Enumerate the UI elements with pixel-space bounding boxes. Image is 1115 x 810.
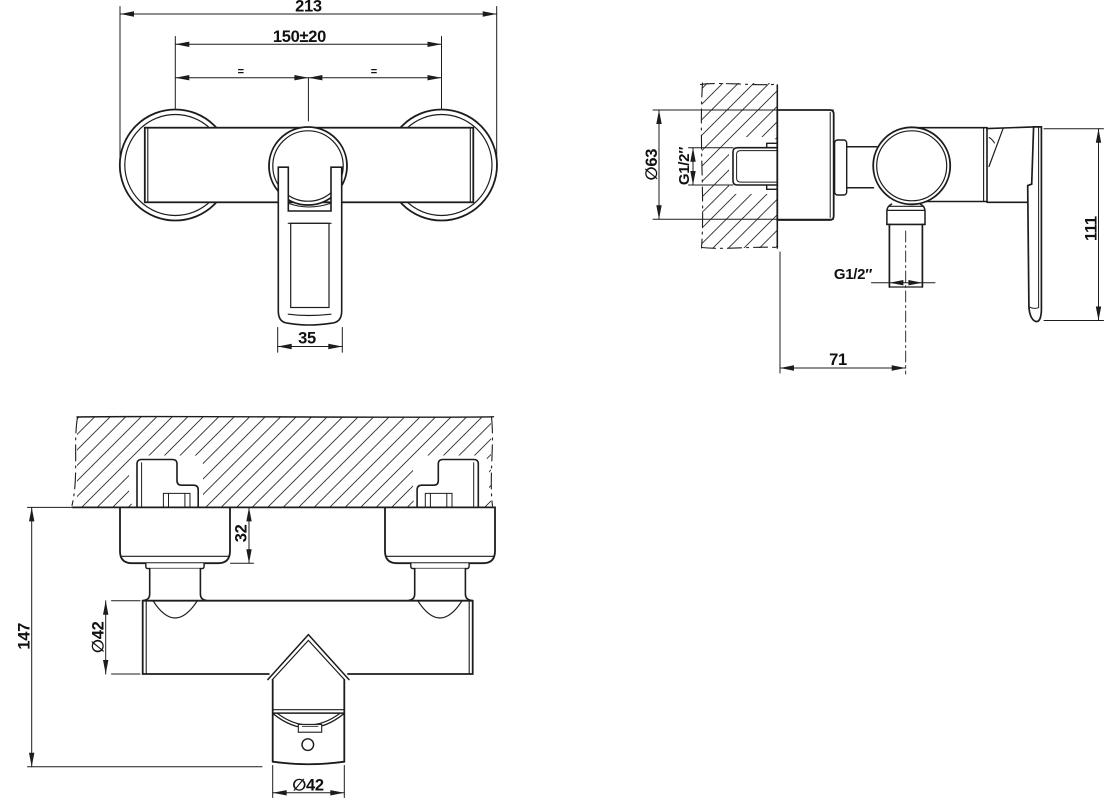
- right-union-plan: [416, 458, 480, 508]
- right-pipe-collar: [410, 562, 470, 570]
- pipes-plan: [142, 562, 473, 602]
- spout-plan: [271, 678, 346, 766]
- valve-circle-outer: [872, 126, 952, 206]
- dim-inlet-thread-label: G1/2″: [676, 147, 693, 185]
- dim-wall-to-outlet-label: 71: [829, 351, 847, 369]
- dim-inlet-spacing-label: 150±20: [273, 28, 326, 46]
- side-dim-arrows: [656, 110, 1102, 371]
- dim-body-diameter-label: ∅42: [89, 621, 107, 653]
- lever-neck-lines: [986, 126, 1035, 204]
- lever-neck-diagonal: [988, 127, 1004, 168]
- escutcheons-plan: [119, 506, 496, 565]
- pipe-fillet-arcs: [152, 600, 463, 619]
- handle-inner-rect: [290, 222, 330, 309]
- inlet-union-inner: [736, 150, 778, 183]
- cone-outer: [267, 633, 350, 681]
- front-view: 213 150±20 = = 35: [118, 0, 498, 353]
- body-ends: [141, 599, 474, 675]
- connector-lines: [845, 145, 878, 189]
- plan-view: 32 ∅42 147 ∅42: [15, 415, 496, 798]
- center-boss-inner: [272, 130, 344, 202]
- left-pipe-collar: [145, 562, 205, 570]
- spout-bottom: [271, 760, 346, 766]
- inlet-fitting-side: [732, 142, 779, 191]
- dim-outlet-thread-label: G1/2″: [834, 266, 872, 283]
- dim-handle-width-label: 35: [298, 330, 316, 348]
- inlet-union: [732, 146, 779, 186]
- aerator-nub: [297, 723, 323, 733]
- cone-inner: [271, 639, 345, 681]
- connector-collar: [833, 139, 848, 196]
- left-pipe-fill: [149, 568, 201, 601]
- body-bar-endcaps: [147, 127, 471, 203]
- spout-sides: [271, 678, 346, 763]
- valve-circle-inner: [876, 130, 948, 202]
- body-plan: [141, 599, 474, 681]
- right-pipe-fill: [414, 568, 466, 601]
- equal-mark-right: =: [371, 66, 377, 78]
- left-union-plan: [136, 458, 199, 508]
- front-dim-arrows: [120, 11, 497, 350]
- side-dim-lines: [652, 109, 1104, 374]
- body-end-inner: [145, 600, 470, 674]
- flange-side: [776, 109, 835, 221]
- dim-overall-width-label: 213: [295, 0, 322, 16]
- right-escutcheon: [384, 506, 496, 565]
- dim-height-label: 111: [1082, 216, 1100, 241]
- dim-total-depth-label: 147: [15, 623, 33, 650]
- equal-mark-left: =: [238, 66, 244, 78]
- lever-blade-bottom-chord: [1028, 306, 1040, 309]
- dim-wall-offset-label: 32: [233, 524, 251, 542]
- mixer-front-body: [118, 108, 498, 326]
- lever-blade: [1026, 126, 1043, 323]
- lever-neck-curve: [988, 137, 995, 144]
- cartridge-dome-arc: [288, 202, 331, 208]
- handle-inner-bottom: [287, 313, 332, 317]
- body-fill: [142, 600, 473, 674]
- handle-outline: [277, 166, 343, 326]
- plan-dim-arrows: [29, 507, 345, 796]
- left-escutcheon: [119, 506, 231, 565]
- dim-flange-diameter-label: ∅63: [643, 149, 661, 181]
- spout-screw: [301, 738, 315, 752]
- outlet-pipe-sides: [888, 223, 924, 288]
- dim-spout-diameter-label: ∅42: [292, 777, 324, 795]
- mixer-side-body: [776, 109, 1043, 375]
- side-view: ∅63 G1/2″ G1/2″ 71 111: [643, 82, 1104, 375]
- outlet-nut-lines: [886, 205, 926, 211]
